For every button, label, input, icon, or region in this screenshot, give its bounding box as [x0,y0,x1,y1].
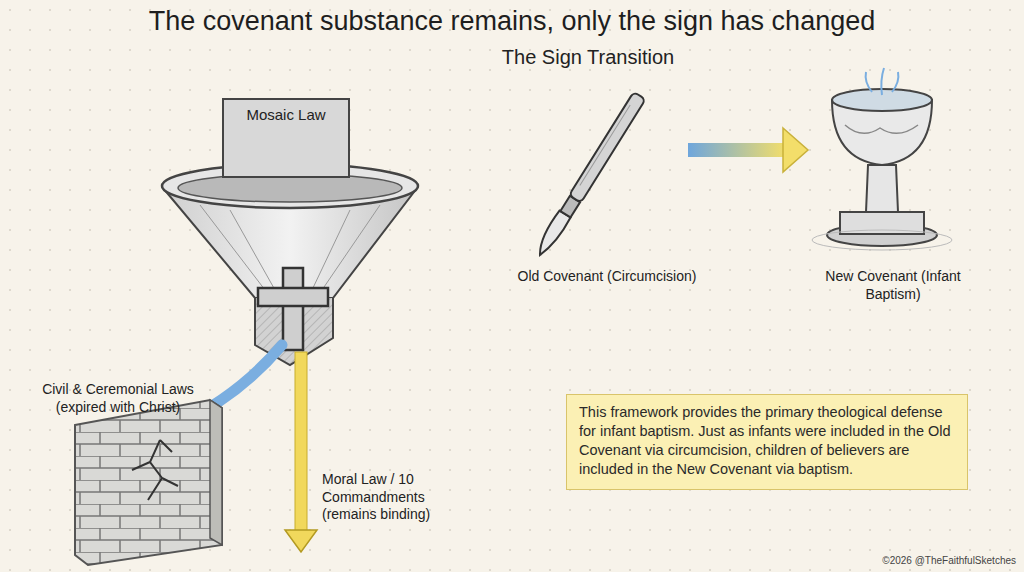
new-covenant-label: New Covenant (Infant Baptism) [798,268,988,303]
note-box: This framework provides the primary theo… [566,394,968,490]
title: The covenant substance remains, only the… [0,6,1024,37]
law-box: Mosaic Law [222,98,350,178]
node-text: Mosaic Law [228,106,344,123]
copyright: ©2026 @TheFaithfulSketches [882,555,1016,566]
civil-label: Civil & Ceremonial Laws (expired with Ch… [18,381,218,416]
old-covenant-label: Old Covenant (Circumcision) [517,268,697,286]
section-heading: The Sign Transition [500,45,676,70]
moral-label: Moral Law / 10 Commandments (remains bin… [322,471,452,524]
node-text: This framework provides the primary theo… [579,403,955,478]
